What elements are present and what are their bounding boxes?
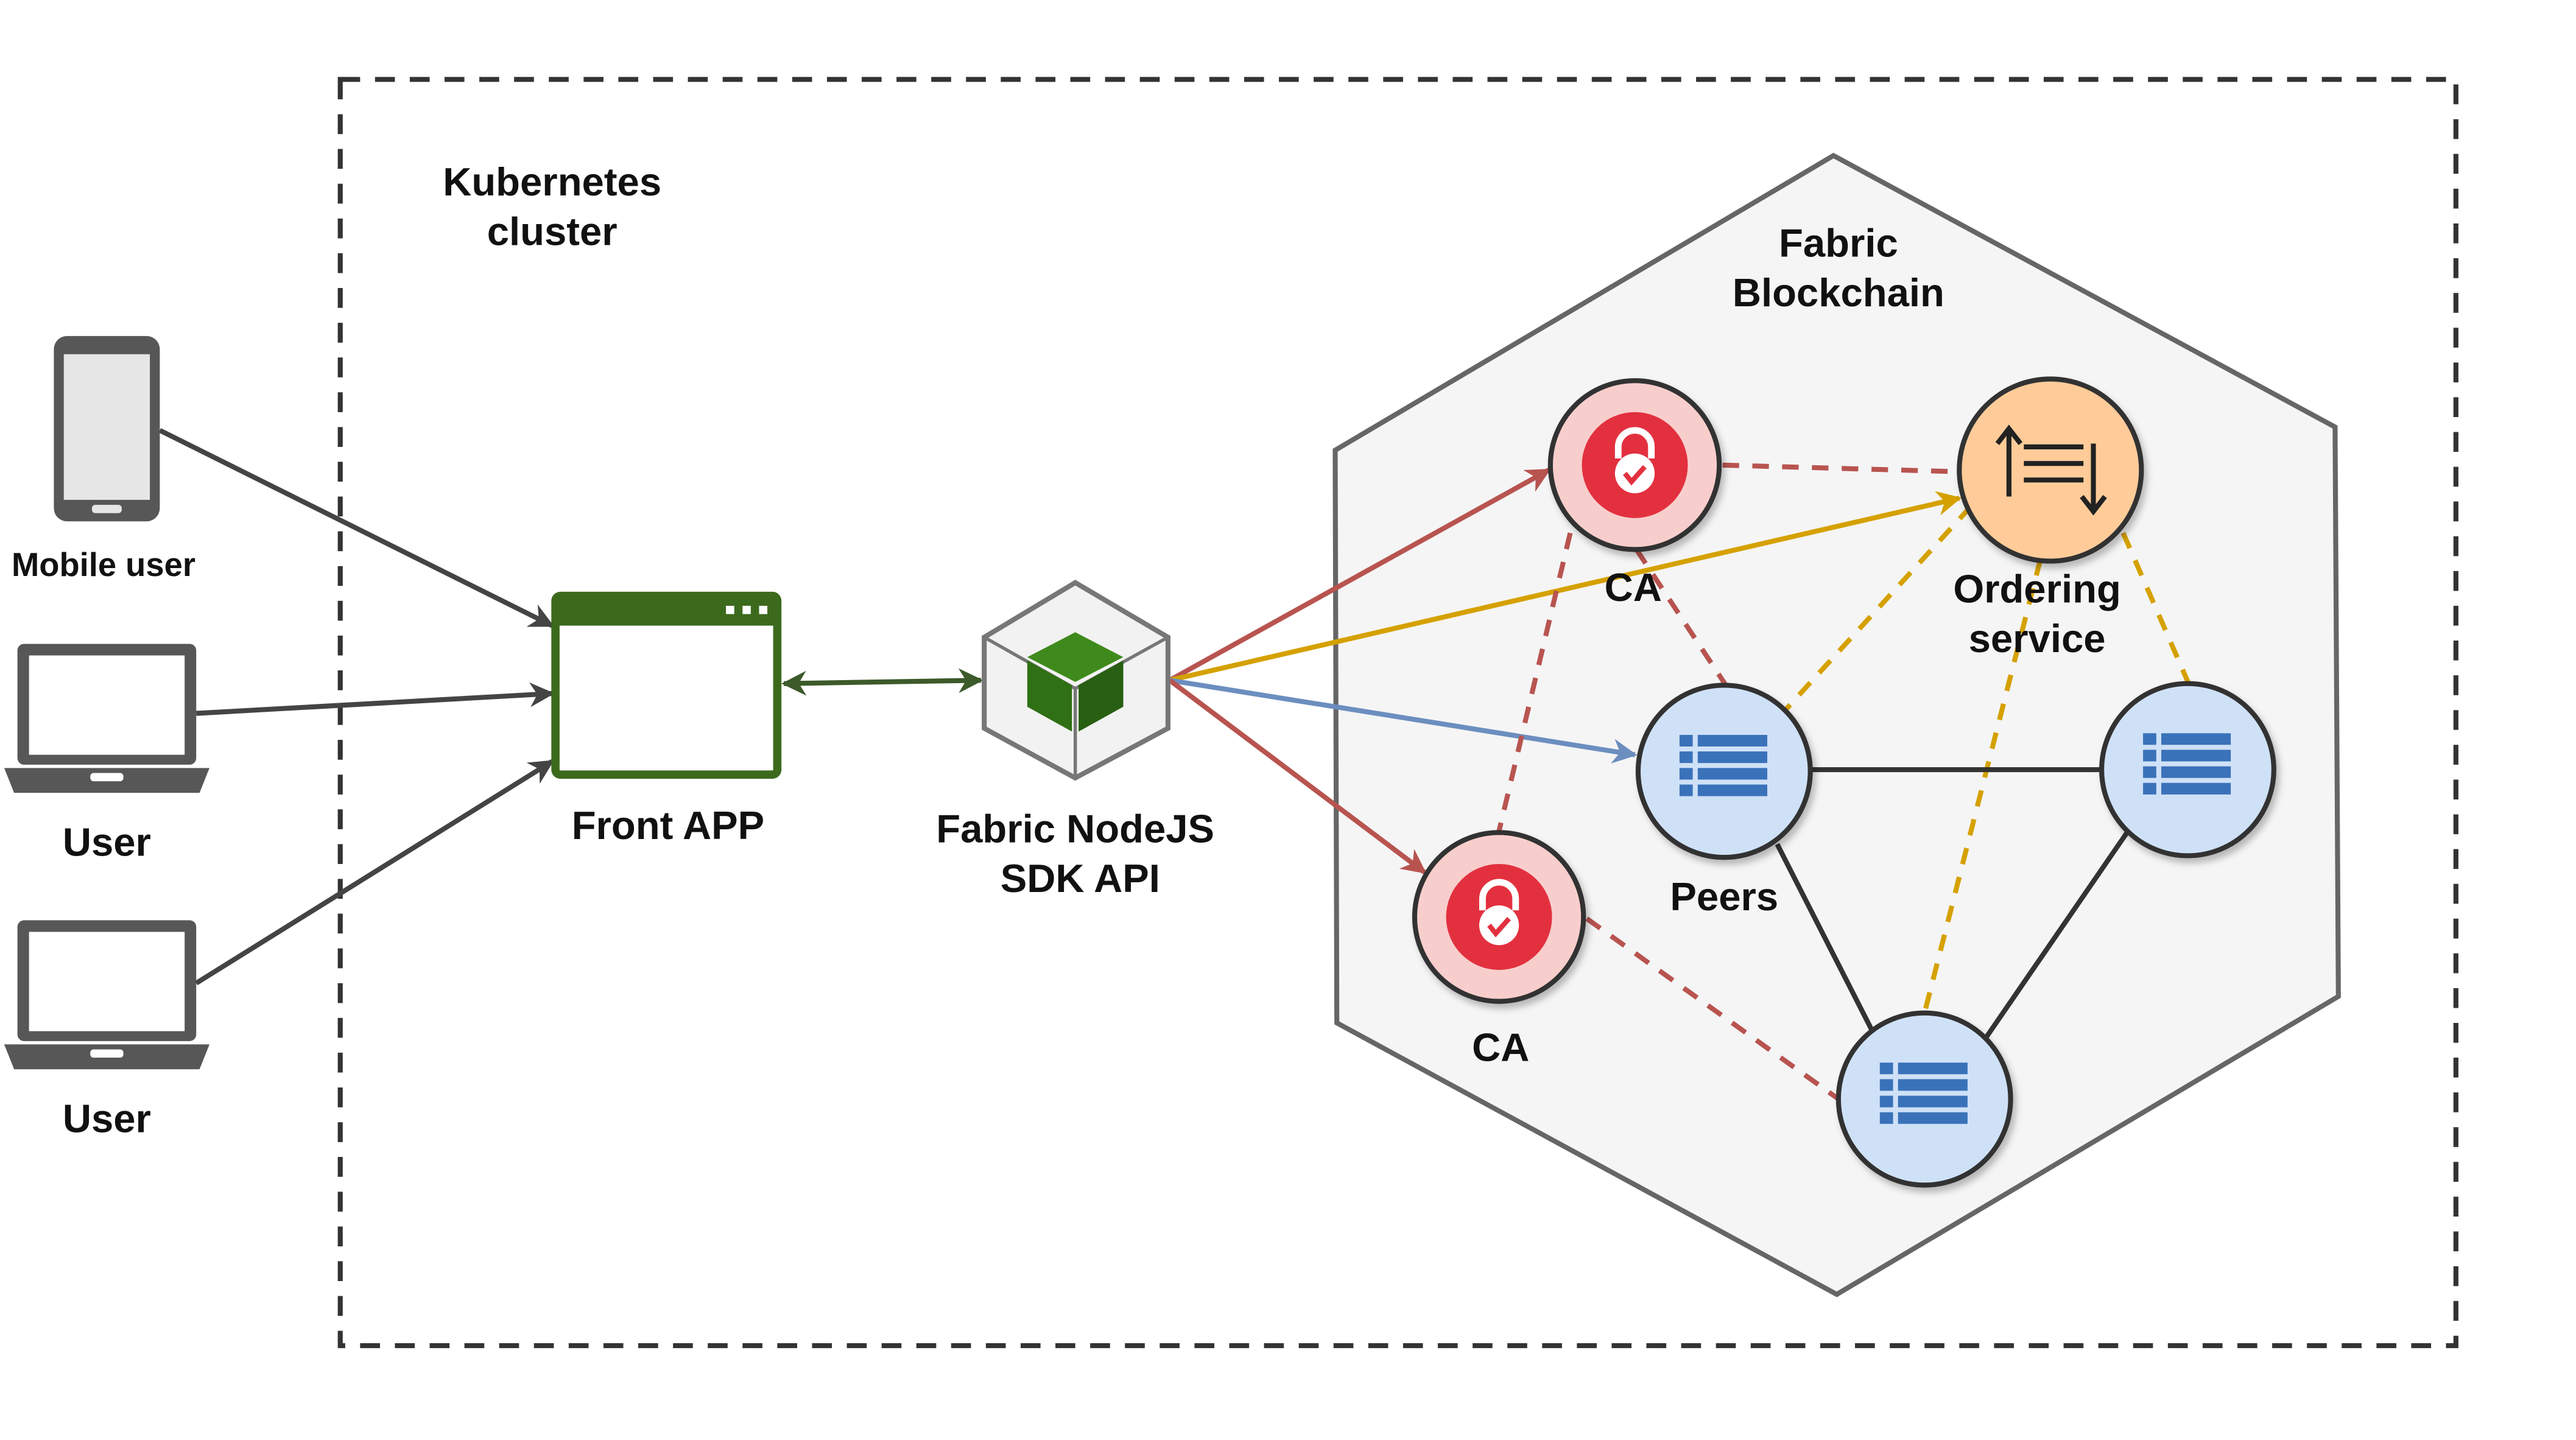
- dash-ca-bottom-peer-bottom: [1585, 916, 1840, 1101]
- edge-sdk-to-peer: [1169, 678, 1638, 764]
- ordering-arrows-icon: [1995, 424, 2107, 516]
- edge-peer-left-bottom: [1775, 843, 1874, 1031]
- ledger-list-icon: [2143, 733, 2231, 795]
- ordering-label-line1: Ordering: [1953, 566, 2120, 611]
- cube-icon: [982, 580, 1170, 781]
- peer-node-left[interactable]: Peers: [1635, 683, 1813, 919]
- ca-bottom-label: CA: [1472, 1025, 1529, 1069]
- edge-front-sdk: [781, 668, 984, 696]
- front-app[interactable]: Front APP: [551, 591, 782, 848]
- lock-check-icon: [1446, 864, 1552, 970]
- fabric-label-line1: Fabric: [1779, 220, 1898, 265]
- sdk-label-line1: Fabric NodeJS: [936, 807, 1214, 851]
- edge-peer-right-bottom: [1980, 829, 2130, 1044]
- lock-check-icon: [1582, 412, 1688, 518]
- browser-window-icon: [551, 591, 782, 779]
- kubernetes-cluster-boundary: [337, 77, 2458, 1349]
- ledger-list-icon: [1879, 1062, 1968, 1124]
- ca-top-label: CA: [1605, 565, 1662, 609]
- dash-ca-top-peer: [1634, 548, 1728, 687]
- ledger-list-icon: [1679, 734, 1767, 796]
- user-laptop-2[interactable]: User: [4, 920, 209, 1140]
- ordering-service-node[interactable]: Ordering service: [1953, 376, 2144, 661]
- sdk-label-line2: SDK API: [1001, 856, 1160, 901]
- smartphone-icon: [54, 335, 160, 522]
- edge-user2-to-front: [195, 759, 555, 986]
- dash-ordering-peer-left: [1782, 505, 1973, 714]
- peer-node-right[interactable]: [2099, 681, 2276, 859]
- laptop-icon: [4, 920, 209, 1070]
- edge-mobile-to-front: [158, 428, 555, 628]
- ca-node-bottom[interactable]: CA: [1412, 830, 1586, 1069]
- edge-sdk-to-ordering: [1169, 491, 1962, 683]
- dash-ordering-peer-bottom: [1922, 558, 2043, 1014]
- user-laptop-1[interactable]: User: [4, 644, 209, 864]
- edge-sdk-to-ca-bottom: [1168, 678, 1427, 874]
- peers-label: Peers: [1670, 874, 1778, 919]
- mobile-user[interactable]: Mobile user: [12, 335, 195, 583]
- mobile-user-label: Mobile user: [12, 546, 195, 583]
- front-app-label: Front APP: [572, 803, 765, 848]
- fabric-label-line2: Blockchain: [1733, 270, 1944, 315]
- dash-ca-top-ca-bottom: [1496, 532, 1573, 832]
- cluster-label-line2: cluster: [487, 209, 618, 253]
- dash-ca-top-ordering: [1722, 462, 1960, 474]
- user2-label: User: [63, 1096, 151, 1140]
- ordering-label-line2: service: [1969, 616, 2106, 661]
- peer-node-bottom[interactable]: [1835, 1010, 2013, 1188]
- edge-sdk-to-ca-top: [1168, 468, 1551, 683]
- laptop-icon: [4, 644, 209, 793]
- fabric-sdk-api[interactable]: Fabric NodeJS SDK API: [936, 580, 1214, 901]
- user1-label: User: [63, 820, 151, 864]
- ca-node-top[interactable]: CA: [1547, 378, 1722, 609]
- edge-user1-to-front: [195, 682, 555, 716]
- cluster-label-line1: Kubernetes: [443, 160, 661, 204]
